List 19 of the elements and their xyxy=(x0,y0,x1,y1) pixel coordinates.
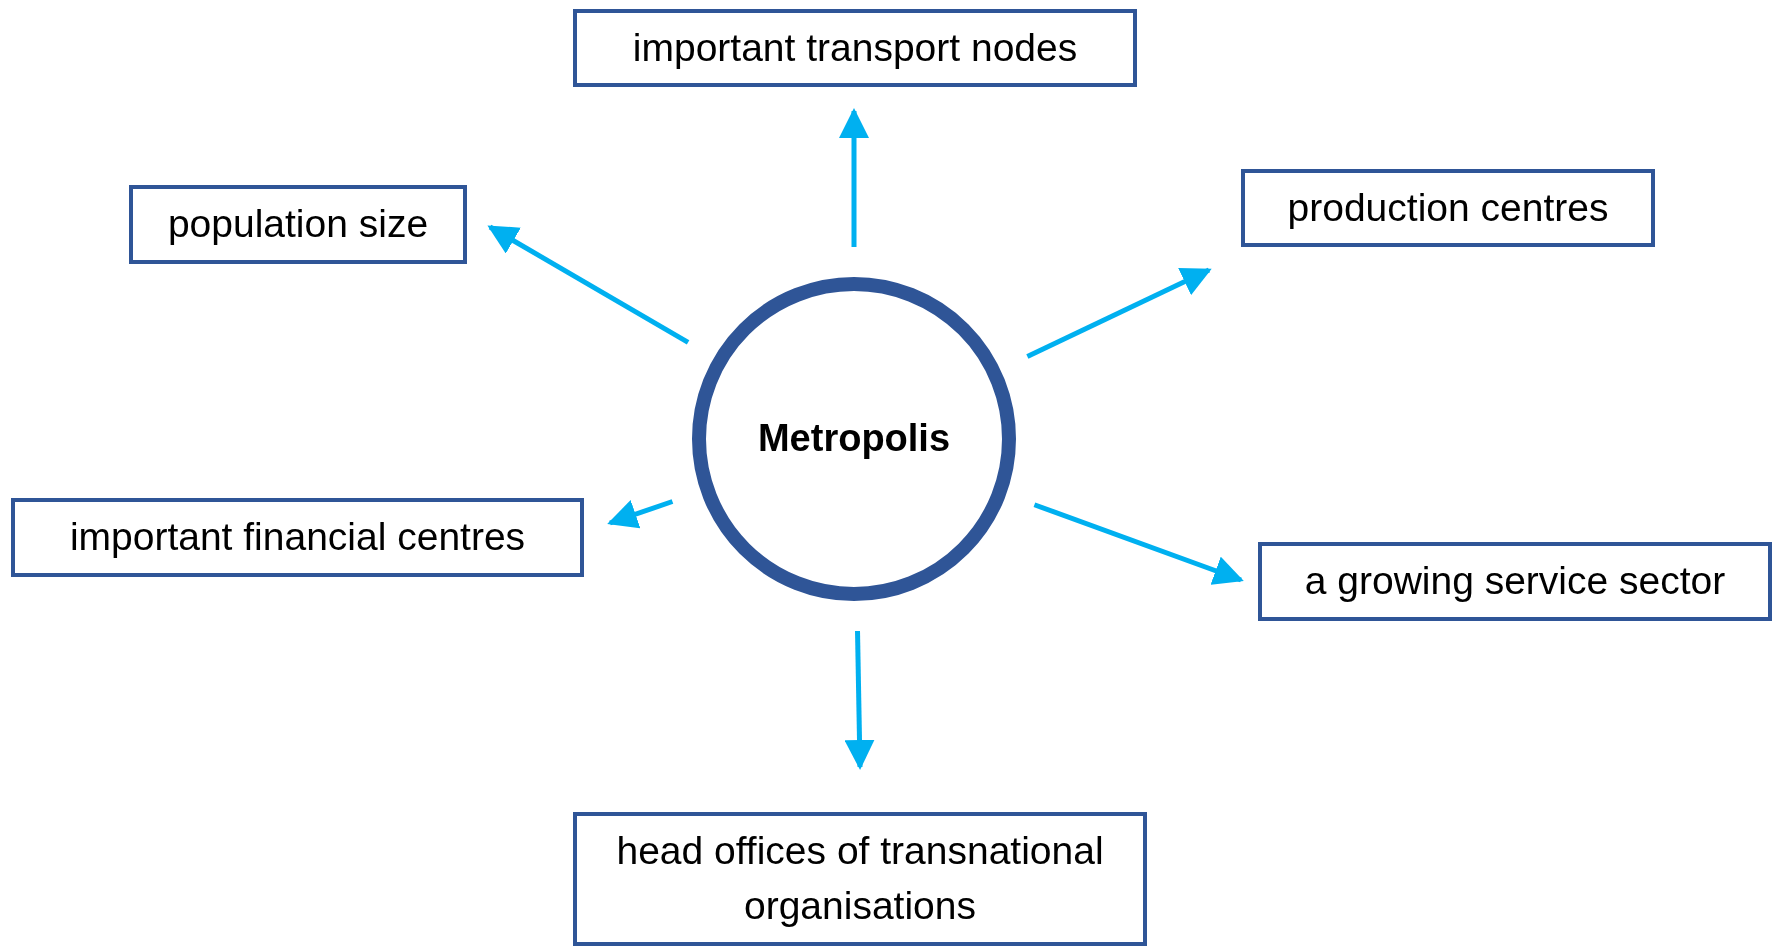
text-box xyxy=(1258,542,1772,621)
text-box xyxy=(573,812,1147,946)
center-label: Metropolis xyxy=(757,416,951,462)
box-label: population size xyxy=(167,201,429,248)
text-box xyxy=(573,9,1137,87)
text-box xyxy=(1241,169,1655,247)
arrow xyxy=(1026,267,1212,359)
box-label: important financial centres xyxy=(69,514,526,561)
box-label: important transport nodes xyxy=(632,24,1078,71)
text-box xyxy=(129,185,467,264)
arrow xyxy=(1033,502,1244,585)
arrow xyxy=(839,108,869,247)
arrow xyxy=(844,630,875,770)
arrow xyxy=(487,224,690,345)
text-box xyxy=(11,498,584,577)
arrow xyxy=(607,499,674,529)
box-label: a growing service sector xyxy=(1304,558,1726,605)
box-label: production centres xyxy=(1287,184,1609,231)
box-label: head offices of transnational organisations xyxy=(615,828,1105,929)
